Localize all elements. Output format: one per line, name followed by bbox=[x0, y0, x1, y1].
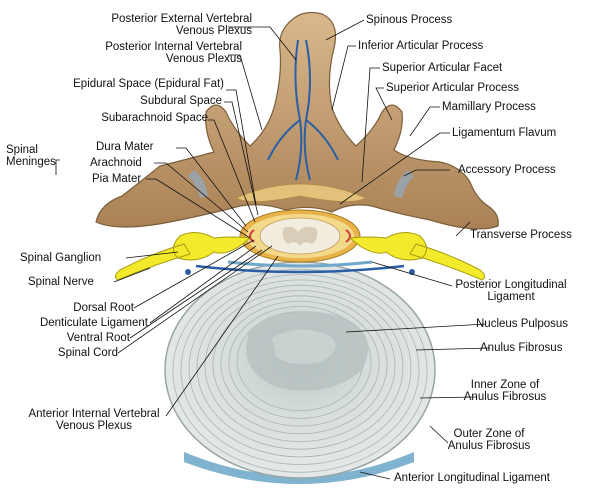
label-mamillary-process: Mamillary Process bbox=[442, 101, 536, 113]
anulus-ring bbox=[172, 268, 428, 473]
label-spinal-ganglion: Spinal Ganglion bbox=[20, 252, 102, 264]
label-anterior-longitudinal-ligament: Anterior Longitudinal Ligament bbox=[394, 472, 550, 484]
anulus-ring bbox=[188, 279, 412, 458]
anulus-ring bbox=[220, 300, 380, 427]
label-posterior-longitudinal-ligament: Posterior Longitudinal Ligament bbox=[455, 279, 567, 303]
label-posterior-internal-vertebral-venous-plexus: Posterior Internal Vertebral Venous Plex… bbox=[105, 41, 242, 65]
label-posterior-external-vertebral-venous-plexus: Posterior External Vertebral Venous Plex… bbox=[111, 13, 252, 37]
label-transverse-process: Transverse Process bbox=[470, 229, 572, 241]
label-spinal-nerve: Spinal Nerve bbox=[28, 276, 94, 288]
left-spinal-nerve-shape bbox=[114, 232, 252, 281]
label-pia-mater: Pia Mater bbox=[92, 173, 142, 185]
anulus-ring bbox=[196, 284, 404, 450]
label-superior-articular-process: Superior Articular Process bbox=[386, 82, 519, 94]
label-epidural-space: Epidural Space (Epidural Fat) bbox=[73, 78, 224, 90]
label-dura-mater: Dura Mater bbox=[96, 141, 154, 153]
label-inner-zone-anulus-fibrosus: Inner Zone of Anulus Fibrosus bbox=[463, 379, 547, 403]
label-outer-zone-anulus-fibrosus: Outer Zone of Anulus Fibrosus bbox=[447, 428, 531, 452]
posterior-external-veins bbox=[267, 39, 339, 181]
anulus-ring bbox=[228, 305, 372, 419]
anulus-rings bbox=[172, 268, 428, 473]
label-spinal-meninges: Spinal Meninges bbox=[6, 144, 56, 168]
label-subarachnoid-space: Subarachnoid Space bbox=[101, 112, 208, 124]
label-dorsal-root: Dorsal Root bbox=[73, 302, 134, 314]
label-denticulate-ligament: Denticulate Ligament bbox=[39, 317, 148, 329]
anulus-ring bbox=[180, 274, 420, 466]
anterior-longitudinal-ligament-shape bbox=[184, 452, 414, 484]
label-spinal-cord: Spinal Cord bbox=[57, 347, 118, 359]
label-anulus-fibrosus: Anulus Fibrosus bbox=[480, 342, 563, 354]
label-inferior-articular-process: Inferior Articular Process bbox=[358, 40, 484, 52]
leader-lines bbox=[55, 19, 491, 480]
label-accessory-process: Accessory Process bbox=[458, 164, 556, 176]
anulus-ring bbox=[212, 295, 388, 435]
right-spinal-nerve-shape bbox=[348, 232, 486, 281]
label-spinous-process: Spinous Process bbox=[366, 14, 453, 26]
label-ventral-root: Ventral Root bbox=[66, 332, 130, 344]
label-nucleus-pulposus: Nucleus Pulposus bbox=[476, 318, 569, 330]
label-ligamentum-flavum: Ligamentum Flavum bbox=[452, 127, 557, 139]
label-subdural-space: Subdural Space bbox=[140, 95, 222, 107]
label-superior-articular-facet: Superior Articular Facet bbox=[382, 62, 503, 74]
anulus-ring bbox=[204, 290, 396, 442]
label-arachnoid: Arachnoid bbox=[90, 157, 142, 169]
label-anterior-internal-vertebral-venous-plexus: Anterior Internal Vertebral Venous Plexu… bbox=[28, 408, 160, 432]
